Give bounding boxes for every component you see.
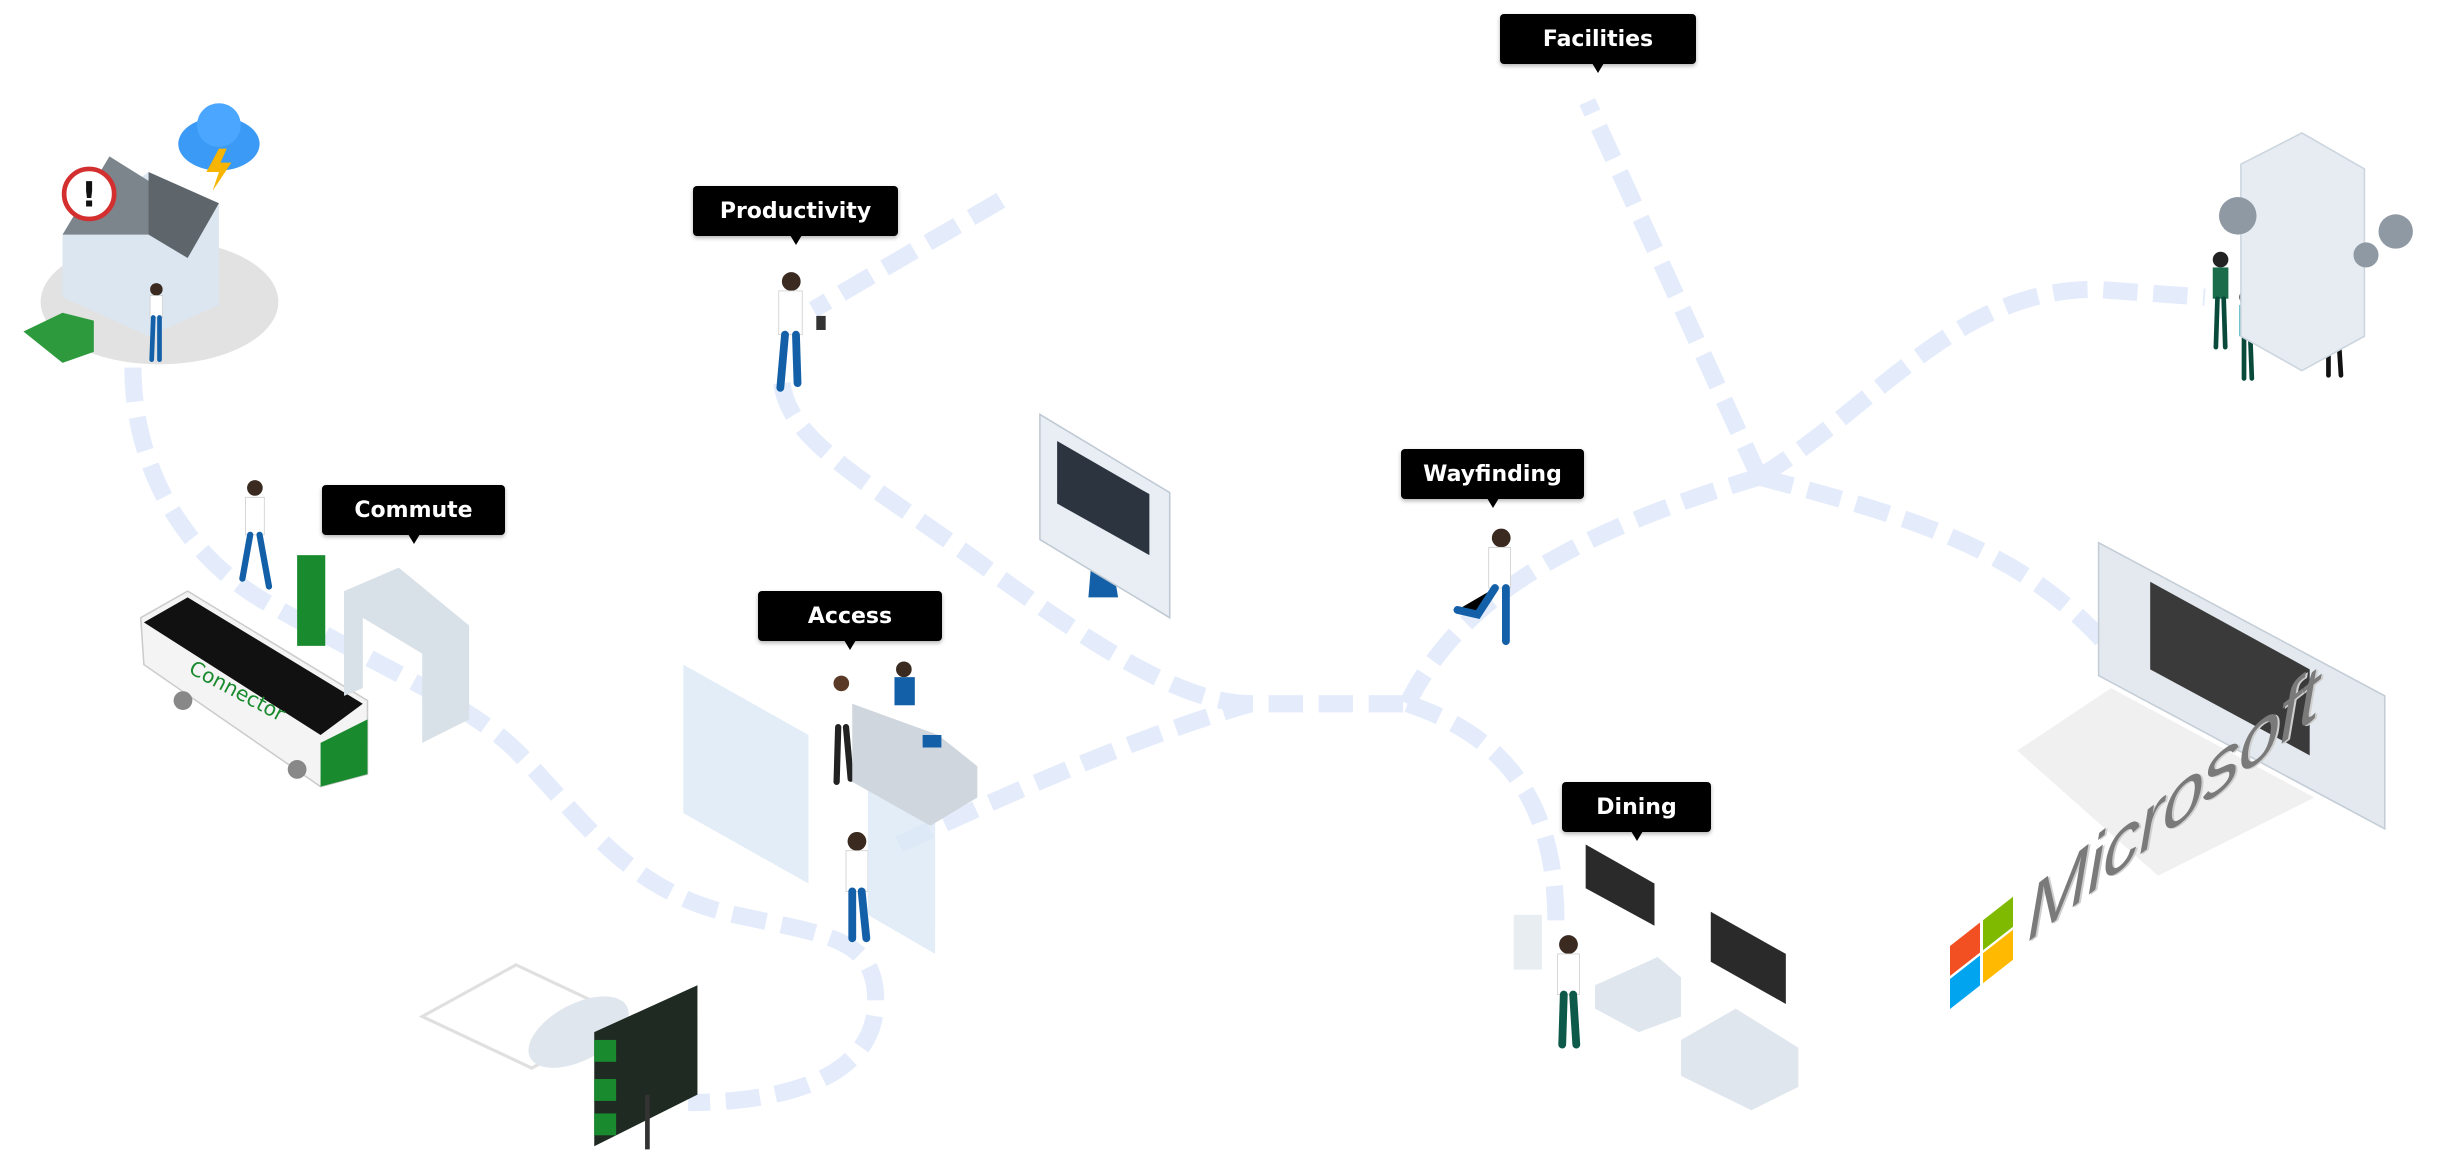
label-productivity[interactable]: Productivity [693, 186, 898, 245]
person-access-gate [845, 831, 871, 943]
path-home-to-car [124, 367, 885, 1112]
charger-icon [23, 312, 94, 363]
dining-illustration [1513, 844, 1799, 1111]
label-dining[interactable]: Dining [1562, 782, 1711, 841]
path-productivity-upper [808, 192, 1006, 318]
office-building [2218, 132, 2413, 372]
person-home [149, 283, 164, 363]
label-wayfinding[interactable]: Wayfinding [1401, 449, 1584, 508]
person-commute [239, 480, 273, 590]
person-reception [894, 661, 915, 706]
bus-stop [297, 555, 470, 743]
person-access-visitor [831, 675, 854, 786]
device-icon [2353, 242, 2379, 268]
label-commute[interactable]: Commute [322, 485, 505, 544]
path-to-meeting-room [1757, 468, 2110, 647]
path-access-to-hub [895, 695, 1254, 853]
bus-illustration: Connector [139, 590, 369, 788]
path-to-facilities [1579, 98, 1768, 481]
building-icon [2218, 197, 2257, 235]
meeting-room [2017, 541, 2386, 876]
path-to-office [1754, 280, 2206, 485]
path-hub-to-wayfinding [1399, 468, 1762, 708]
label-facilities[interactable]: Facilities [1500, 14, 1696, 73]
lightning-icon [2378, 214, 2413, 249]
home-illustration: ! [23, 103, 279, 365]
parking-illustration [418, 963, 698, 1150]
journey-paths [124, 98, 2206, 1112]
alert-icon [61, 166, 117, 222]
label-access[interactable]: Access [758, 591, 942, 650]
path-hub-to-dining [1404, 695, 1565, 923]
person-dining [1557, 935, 1581, 1049]
path-productivity-to-hub [773, 381, 1408, 713]
svg-text:!: ! [81, 175, 97, 215]
cloud-lightning-icon [178, 103, 260, 191]
person-productivity [776, 272, 826, 392]
access-gates [683, 664, 978, 954]
wall-display [1039, 413, 1171, 620]
person-wayfinding [1453, 528, 1511, 646]
